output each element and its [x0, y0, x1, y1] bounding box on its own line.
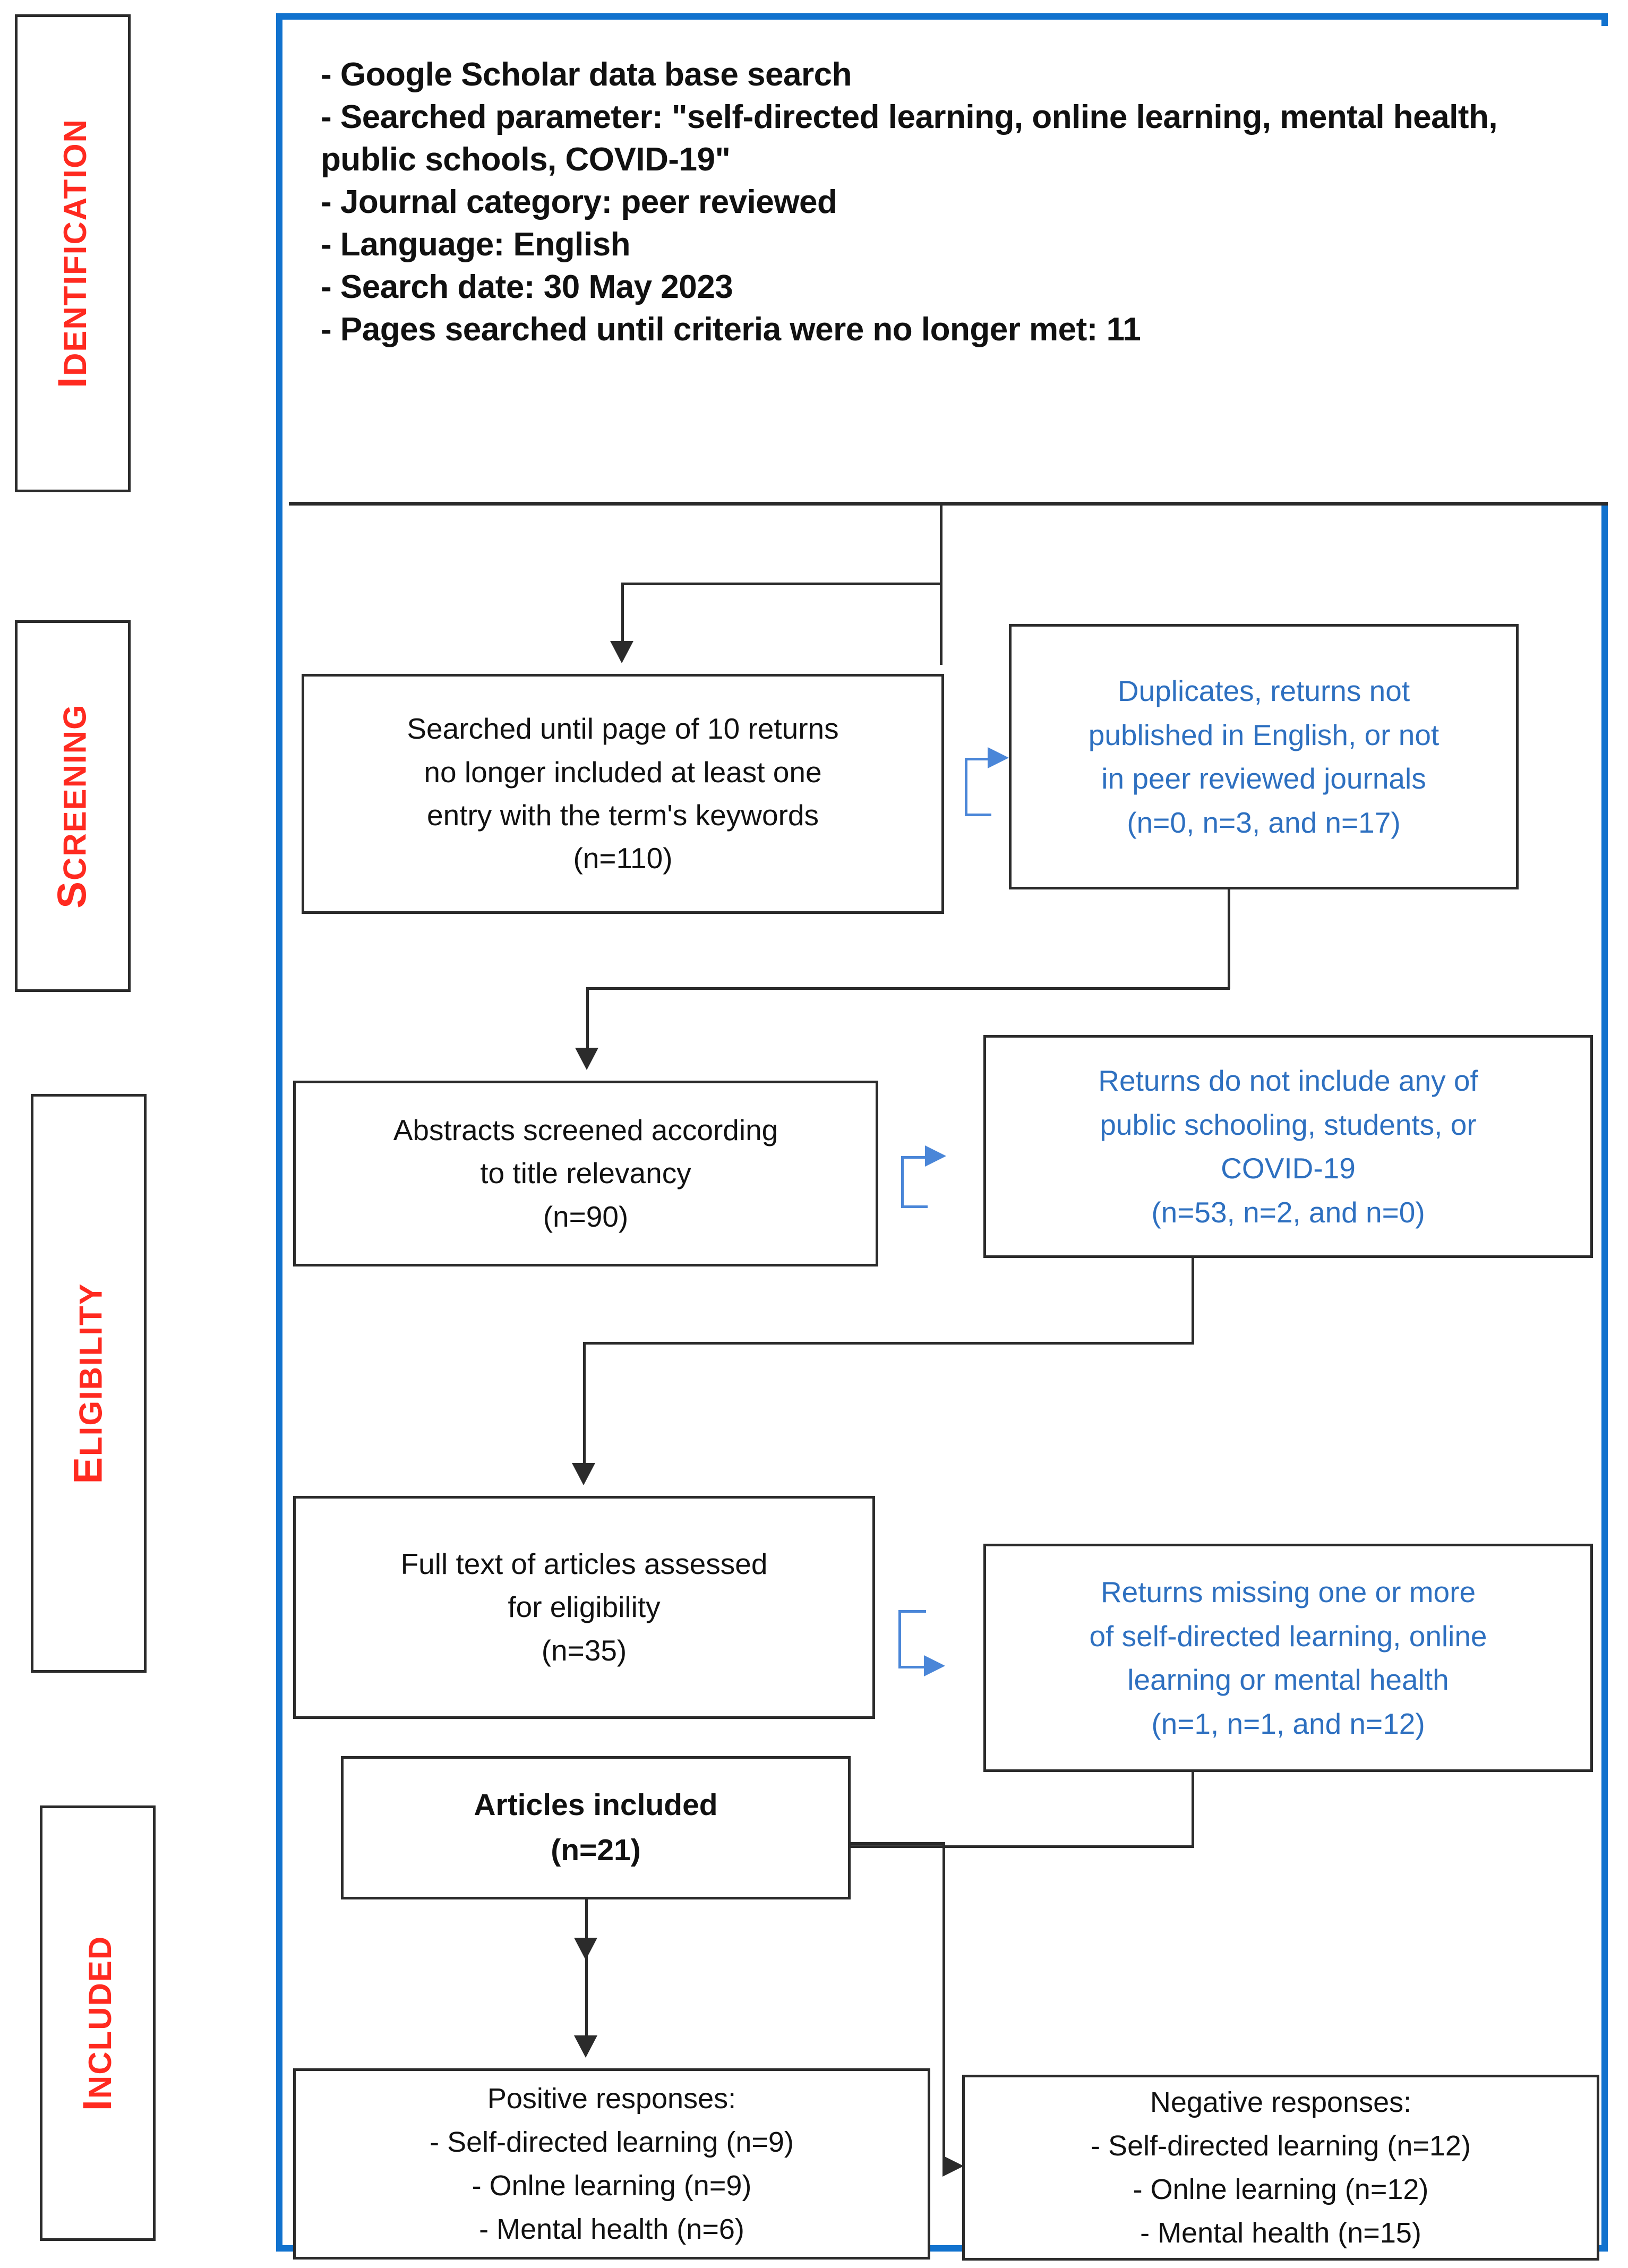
stage-remainder: NCLUDED [82, 1935, 118, 2099]
exclusion-connector-1-lower [965, 814, 991, 816]
exclusion-connector-2-vertical [901, 1156, 904, 1208]
connector-duplicates-left [586, 987, 1230, 990]
abstracts-line: Abstracts screened according [393, 1113, 778, 1146]
stage-label-screening-text: SCREENING [50, 704, 95, 909]
connector-identification-left [621, 583, 942, 585]
connector-returns-missing-left [585, 1845, 1194, 1848]
stage-initial-cap: E [66, 1456, 112, 1484]
returns-missing-counts: (n=1, n=1, and n=12) [1151, 1707, 1425, 1740]
connector-included-to-positive [585, 1899, 588, 2039]
positive-heading: Positive responses: [487, 2082, 736, 2115]
returns-missing-line: learning or mental health [1127, 1663, 1449, 1696]
fulltext-line: Full text of articles assessed [400, 1547, 768, 1580]
connector-to-fulltext-vertical [583, 1342, 586, 1464]
negative-item: - Onlne learning (n=12) [1133, 2173, 1429, 2205]
positive-item: - Self-directed learning (n=9) [430, 2126, 794, 2158]
arrow-into-negative-box [942, 2155, 964, 2177]
arrow-into-abstracts-box [575, 1048, 598, 1070]
returns-include-line: public schooling, students, or [1100, 1108, 1477, 1141]
articles-included-title: Articles included [474, 1787, 718, 1822]
positive-item: - Onlne learning (n=9) [472, 2170, 752, 2202]
searched-line: Searched until page of 10 returns [407, 712, 839, 746]
returns-include-counts: (n=53, n=2, and n=0) [1151, 1195, 1425, 1229]
fulltext-assessed-box: Full text of articles assessed for eligi… [293, 1496, 875, 1719]
arrow-into-searched-box [610, 641, 633, 663]
searched-line: entry with the term's keywords [427, 799, 819, 832]
arrow-into-fulltext-box [572, 1463, 595, 1485]
connector-duplicates-down [1228, 888, 1230, 989]
connector-returns-include-left [583, 1342, 1194, 1345]
exclusion-connector-3-vertical [898, 1610, 901, 1668]
exclusion-connector-1-vertical [965, 758, 967, 816]
stage-remainder: LIGIBILITY [73, 1282, 109, 1456]
positive-responses-box: Positive responses: - Self-directed lear… [293, 2068, 930, 2260]
arrow-into-duplicates-box [988, 747, 1009, 768]
arrow-into-returns-missing-box [924, 1655, 945, 1676]
identification-line: - Language: English [321, 226, 630, 263]
exclusion-connector-3-upper [898, 1610, 926, 1613]
returns-missing-box: Returns missing one or more of self-dire… [983, 1544, 1593, 1772]
negative-item: - Mental health (n=15) [1140, 2217, 1421, 2249]
negative-item: - Self-directed learning (n=12) [1091, 2129, 1471, 2162]
stage-label-included: INCLUDED [40, 1805, 156, 2241]
searched-count: (n=110) [573, 842, 673, 875]
identification-criteria-box: - Google Scholar data base search - Sear… [289, 26, 1608, 506]
fulltext-line: for eligibility [508, 1590, 661, 1624]
flow-diagram-frame: - Google Scholar data base search - Sear… [276, 13, 1608, 2261]
connector-to-searched-vertical [621, 583, 624, 642]
negative-heading: Negative responses: [1150, 2086, 1412, 2118]
stage-remainder: CREENING [57, 704, 93, 880]
stage-label-identification-text: IDENTIFICATION [50, 118, 96, 388]
abstracts-count: (n=90) [543, 1200, 629, 1233]
searched-returns-box: Searched until page of 10 returns no lon… [302, 674, 944, 914]
abstracts-screened-box: Abstracts screened according to title re… [293, 1081, 878, 1266]
articles-included-box: Articles included (n=21) [341, 1756, 851, 1899]
identification-line: - Search date: 30 May 2023 [321, 268, 733, 305]
connector-included-right-down [942, 1842, 945, 2166]
stage-initial-cap: S [50, 880, 95, 909]
connector-included-right [850, 1842, 945, 1845]
stage-label-eligibility: ELIGIBILITY [31, 1094, 147, 1673]
positive-item: - Mental health (n=6) [479, 2213, 744, 2246]
connector-to-abstracts-vertical [586, 987, 589, 1048]
stage-label-screening: SCREENING [15, 620, 131, 992]
connector-returns-missing-down [1192, 1771, 1194, 1848]
returns-missing-line: of self-directed learning, online [1089, 1619, 1487, 1653]
connector-returns-include-down [1192, 1257, 1194, 1345]
stage-label-identification: IDENTIFICATION [15, 14, 131, 492]
negative-responses-box: Negative responses: - Self-directed lear… [962, 2075, 1599, 2261]
duplicates-exclusion-box: Duplicates, returns not published in Eng… [1009, 624, 1519, 889]
stage-initial-cap: I [50, 375, 96, 388]
returns-include-line: Returns do not include any of [1098, 1064, 1478, 1097]
identification-line: - Journal category: peer reviewed [321, 183, 837, 220]
exclusion-connector-2-lower [901, 1205, 928, 1208]
identification-line: - Pages searched until criteria were no … [321, 311, 1141, 348]
duplicates-line: Duplicates, returns not [1117, 674, 1410, 707]
fulltext-count: (n=35) [541, 1633, 627, 1667]
exclusion-connector-3-lower [898, 1666, 926, 1668]
searched-line: no longer included at least one [424, 755, 822, 789]
arrow-into-positive-box [574, 2035, 597, 2058]
returns-include-line: COVID-19 [1221, 1152, 1356, 1185]
exclusion-connector-2-upper [901, 1156, 927, 1159]
abstracts-line: to title relevancy [480, 1157, 691, 1190]
stage-label-included-text: INCLUDED [75, 1935, 121, 2111]
identification-line: - Google Scholar data base search [321, 56, 852, 93]
arrow-into-returns-include-box [925, 1145, 946, 1167]
articles-included-count: (n=21) [551, 1833, 641, 1867]
duplicates-counts: (n=0, n=3, and n=17) [1127, 806, 1401, 839]
duplicates-line: published in English, or not [1088, 718, 1440, 751]
exclusion-connector-1-upper [965, 758, 989, 760]
stage-label-eligibility-text: ELIGIBILITY [66, 1282, 112, 1484]
returns-not-include-box: Returns do not include any of public sch… [983, 1035, 1593, 1258]
stage-remainder: DENTIFICATION [57, 118, 93, 376]
returns-missing-line: Returns missing one or more [1100, 1576, 1476, 1608]
stage-initial-cap: I [75, 2099, 121, 2111]
identification-line: - Searched parameter: "self-directed lea… [321, 98, 1498, 178]
duplicates-line: in peer reviewed journals [1101, 762, 1426, 795]
connector-identification-down [940, 506, 942, 665]
